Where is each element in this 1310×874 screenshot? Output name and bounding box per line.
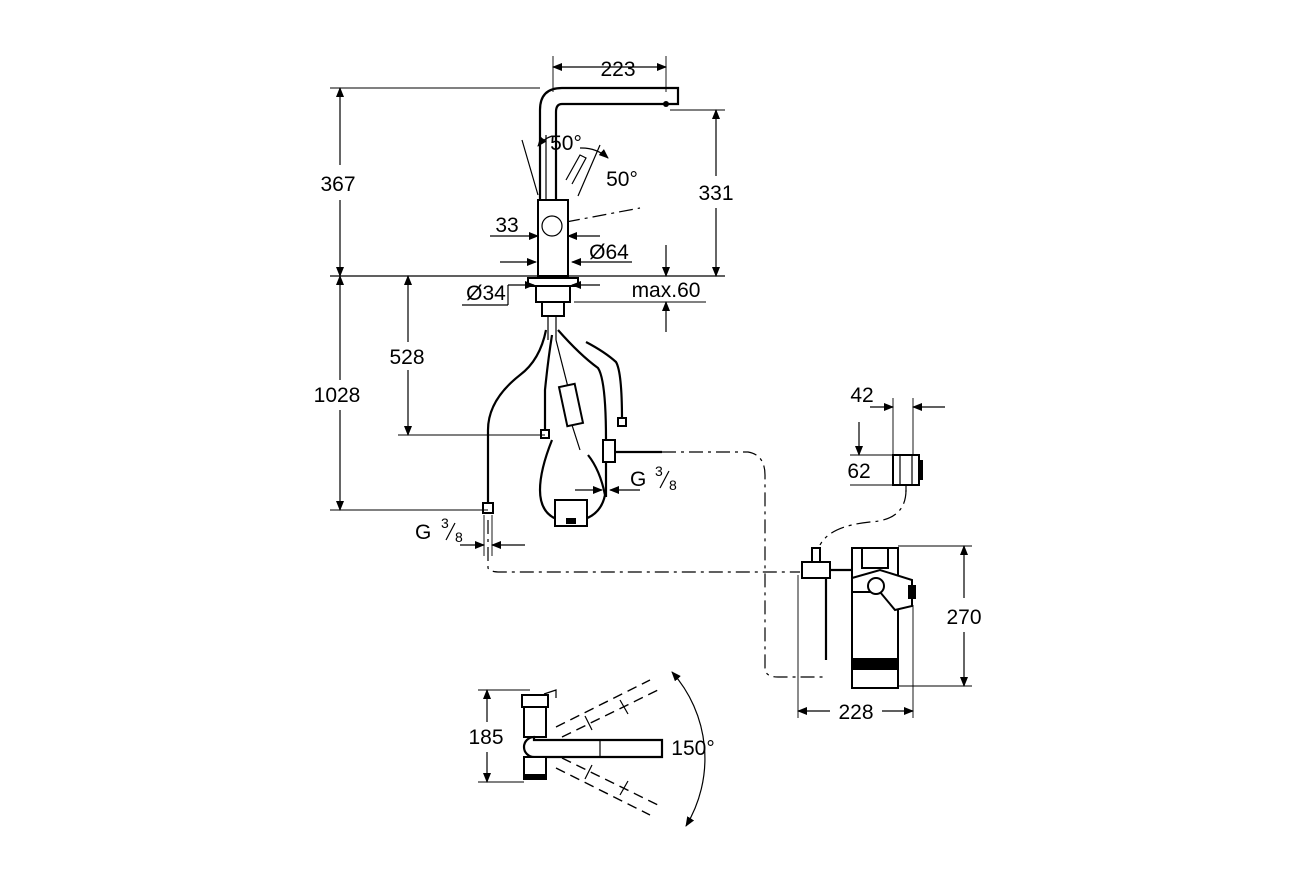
filter-unit: 270 228 <box>797 545 982 724</box>
spout <box>538 86 680 210</box>
hose-fitting-left <box>482 502 494 514</box>
dim-hole-diameter: Ø34 <box>466 282 506 305</box>
hose-right <box>557 329 608 441</box>
dim-hose-length-short: 528 <box>389 346 424 369</box>
thread-fraction-num-right: 3 <box>655 463 663 479</box>
dim-filter-width: 228 <box>838 701 873 724</box>
dim-filter-height: 270 <box>946 606 981 629</box>
faucet-elevation <box>330 86 725 340</box>
connection-line-filtered <box>662 451 826 678</box>
thread-fraction-num-left: 3 <box>441 515 449 531</box>
hoses <box>482 329 662 527</box>
dim-base-diameter: Ø64 <box>589 241 629 264</box>
plan-spout <box>522 735 664 759</box>
hose-left <box>486 329 548 505</box>
dim-lever-angle-left: 50° <box>550 132 582 155</box>
plan-view: 150° 185 <box>468 671 715 827</box>
dim-spout-reach: 223 <box>600 58 635 81</box>
hose-middle <box>543 334 554 435</box>
thread-fraction-den-left: 8 <box>455 529 463 545</box>
dim-connection-thread-left: G <box>415 521 431 544</box>
t-connector <box>602 439 616 463</box>
connection-line-cold <box>487 520 800 573</box>
dim-lever-width: 33 <box>495 214 518 237</box>
dim-spout-height: 331 <box>698 182 733 205</box>
dim-sensor-height: 62 <box>847 460 870 483</box>
filter-valve <box>801 561 831 579</box>
faucet-body <box>537 199 569 277</box>
plan-spout-rotated-down <box>555 757 659 816</box>
plan-spout-rotated-up <box>555 679 659 738</box>
dim-plan-depth: 185 <box>468 726 503 749</box>
sensor-cable <box>819 489 907 546</box>
dim-lever-angle-right: 50° <box>606 168 638 191</box>
dim-hose-length-long: 1028 <box>314 384 361 407</box>
dim-total-height: 367 <box>320 173 355 196</box>
thread-fraction-den-right: 8 <box>669 477 677 493</box>
faucet-dimensions: 223 367 331 50° 50° 33 Ø64 Ø34 max.60 <box>314 56 734 556</box>
sensor-box: 42 62 <box>847 384 945 492</box>
dim-connection-thread-right: G <box>630 468 646 491</box>
hose-coupling <box>557 382 585 428</box>
lever-pivot <box>541 215 563 237</box>
hose-far-right <box>585 341 624 421</box>
lever-angle-guides <box>521 139 601 197</box>
dim-max-deck-thickness: max.60 <box>632 279 701 302</box>
dim-sensor-width: 42 <box>850 384 873 407</box>
dim-swivel-angle: 150° <box>671 737 714 760</box>
aerator <box>663 101 669 107</box>
